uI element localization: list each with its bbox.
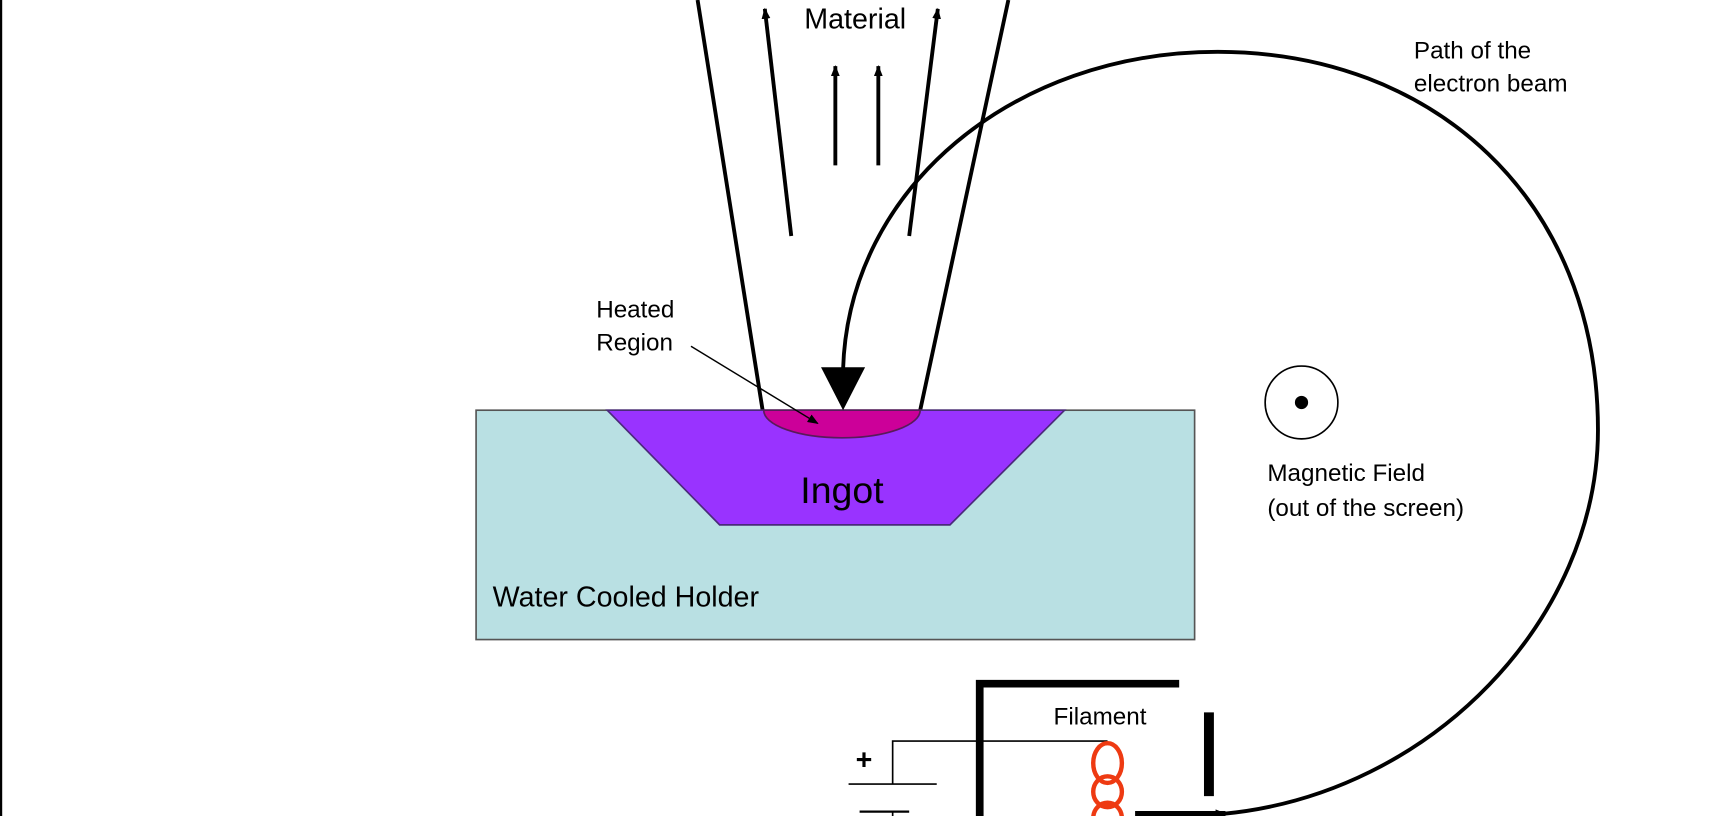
heated-region-label-line2: Region	[596, 330, 673, 357]
heated-region-leader	[690, 345, 819, 425]
electron-beam-path	[841, 49, 1600, 816]
filament-wire	[891, 740, 1108, 785]
magnetic-field-label-line2: (out of the screen)	[1267, 495, 1464, 522]
beam-path-label-line2: electron beam	[1414, 71, 1568, 98]
heated-region-label-line1: Heated	[596, 297, 674, 324]
ingot-label: Ingot	[800, 469, 884, 511]
holder-label: Water Cooled Holder	[493, 581, 760, 613]
vapor-cone-left	[695, 0, 765, 411]
gun-housing	[975, 679, 1180, 816]
magnetic-field-label-line1: Magnetic Field	[1267, 460, 1425, 487]
vapor-arrows	[761, 7, 941, 237]
filament-label: Filament	[1054, 703, 1147, 730]
material-label: Material	[804, 4, 906, 36]
vapor-arrow	[761, 7, 794, 237]
battery-plus-sign: +	[856, 745, 873, 777]
vapor-cone-right	[918, 0, 1011, 411]
magnetic-field-out-icon	[1264, 365, 1339, 440]
vapor-arrow	[907, 7, 941, 237]
beam-arrowhead	[821, 367, 866, 411]
heated-region	[762, 409, 922, 439]
filament-coil-icon	[1091, 741, 1125, 816]
beam-path-label-line1: Path of the	[1414, 37, 1531, 64]
